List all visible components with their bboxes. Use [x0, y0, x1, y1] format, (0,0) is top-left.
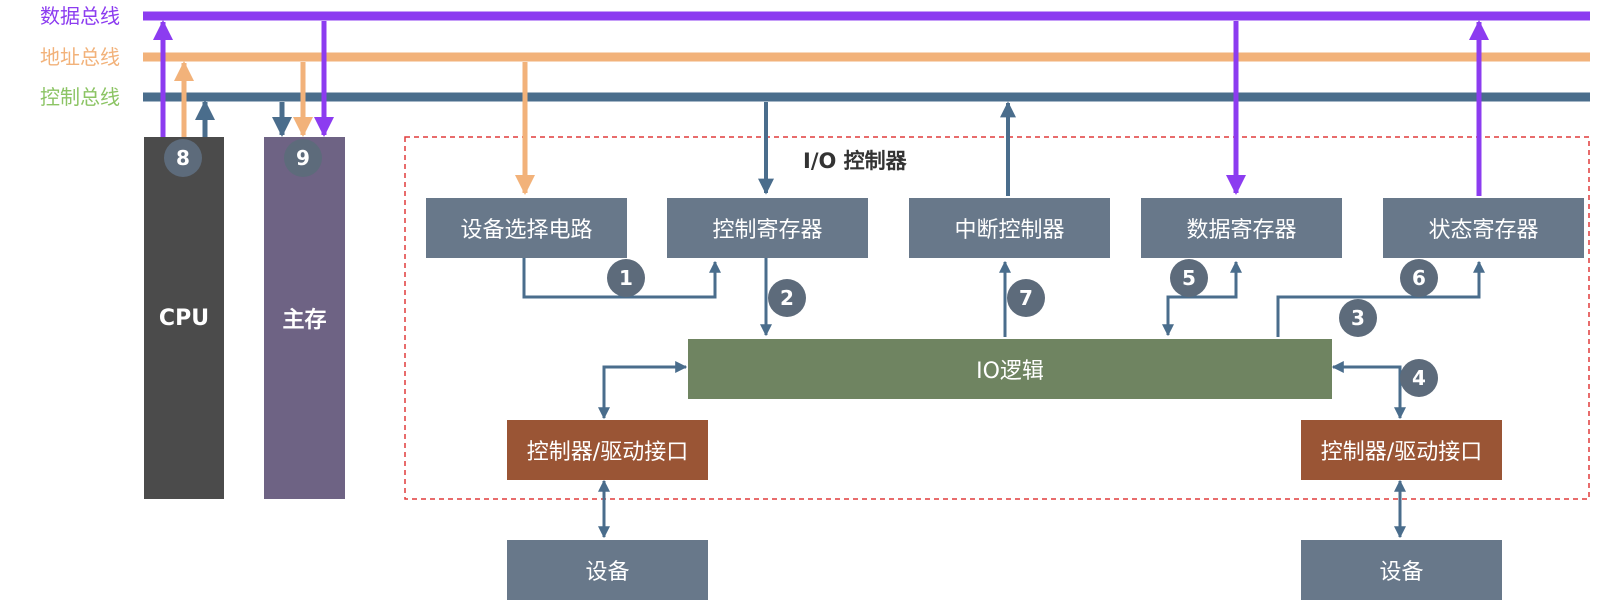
step-badge-2: 2	[768, 279, 806, 317]
right-device: 设备	[1301, 540, 1502, 600]
step-badge-1: 1	[607, 259, 645, 297]
control-bus-label: 控制总线	[40, 85, 120, 109]
step-badge-4: 4	[1400, 359, 1438, 397]
interrupt-controller: 中断控制器	[909, 198, 1110, 258]
io-logic-to-status-register-line	[1276, 260, 1485, 337]
cpu-block: CPU	[144, 137, 224, 499]
step-badge-5: 5	[1170, 259, 1208, 297]
address-bus-label: 地址总线	[40, 45, 120, 69]
io-logic-right-interface-line	[1331, 361, 1406, 420]
memory-block: 主存	[264, 137, 345, 499]
data-register: 数据寄存器	[1141, 198, 1342, 258]
step-badge-7: 7	[1007, 279, 1045, 317]
step-badge-8: 8	[164, 139, 202, 177]
step-badge-3: 3	[1339, 299, 1377, 337]
step-badge-6: 6	[1400, 259, 1438, 297]
step-badge-9: 9	[284, 139, 322, 177]
right-controller-driver-interface: 控制器/驱动接口	[1301, 420, 1502, 480]
io-controller-title: I/O 控制器	[803, 149, 907, 173]
io-controller-boundary	[404, 136, 1590, 500]
data-bus-label: 数据总线	[40, 4, 120, 28]
device-select-to-control-register-line	[522, 258, 721, 299]
status-register: 状态寄存器	[1383, 198, 1584, 258]
io-logic-block: IO逻辑	[688, 339, 1332, 399]
io-logic-data-register-line	[1162, 260, 1242, 337]
control-register: 控制寄存器	[667, 198, 868, 258]
device-select-circuit: 设备选择电路	[426, 198, 627, 258]
left-device: 设备	[507, 540, 708, 600]
left-controller-driver-interface: 控制器/驱动接口	[507, 420, 708, 480]
io-logic-left-interface-line	[598, 361, 688, 420]
